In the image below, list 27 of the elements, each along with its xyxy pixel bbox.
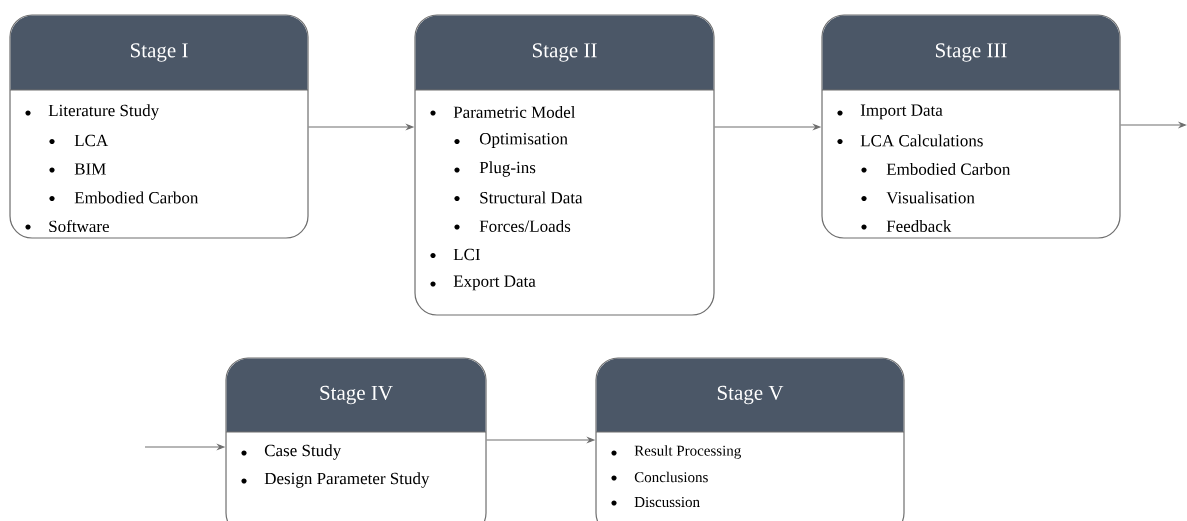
list-item: Import Data — [860, 104, 943, 120]
list-item: Forces/Loads — [479, 220, 571, 232]
list-item: Optimisation — [479, 133, 568, 148]
list-item: Parametric Model — [453, 106, 576, 118]
list-item: Conclusions — [634, 471, 708, 483]
stage-title: Stage IV — [320, 385, 393, 405]
stage-title: Stage V — [717, 385, 784, 405]
stage-title: Stage III — [935, 43, 1007, 62]
list-item: Embodied Carbon — [74, 191, 199, 204]
list-item: Structural Data — [480, 191, 583, 204]
list-item: Embodied Carbon — [886, 163, 1011, 175]
list-item: Result Processing — [634, 445, 741, 459]
list-item: Literature Study — [48, 104, 160, 120]
list-item: Export Data — [453, 275, 536, 291]
list-item: LCA Calculations — [860, 134, 983, 147]
list-item: Plug-ins — [479, 161, 536, 177]
list-item: BIM — [74, 163, 106, 175]
stage-title: Stage I — [130, 43, 188, 62]
list-item: LCA — [74, 134, 109, 147]
stage-title: Stage II — [532, 43, 597, 62]
list-item: Feedback — [886, 220, 952, 232]
list-item: LCI — [453, 248, 480, 261]
list-item: Visualisation — [886, 191, 975, 204]
list-item: Discussion — [634, 496, 700, 507]
list-item: Software — [49, 219, 109, 233]
list-item: Case Study — [264, 444, 342, 460]
list-item: Design Parameter Study — [264, 472, 430, 488]
